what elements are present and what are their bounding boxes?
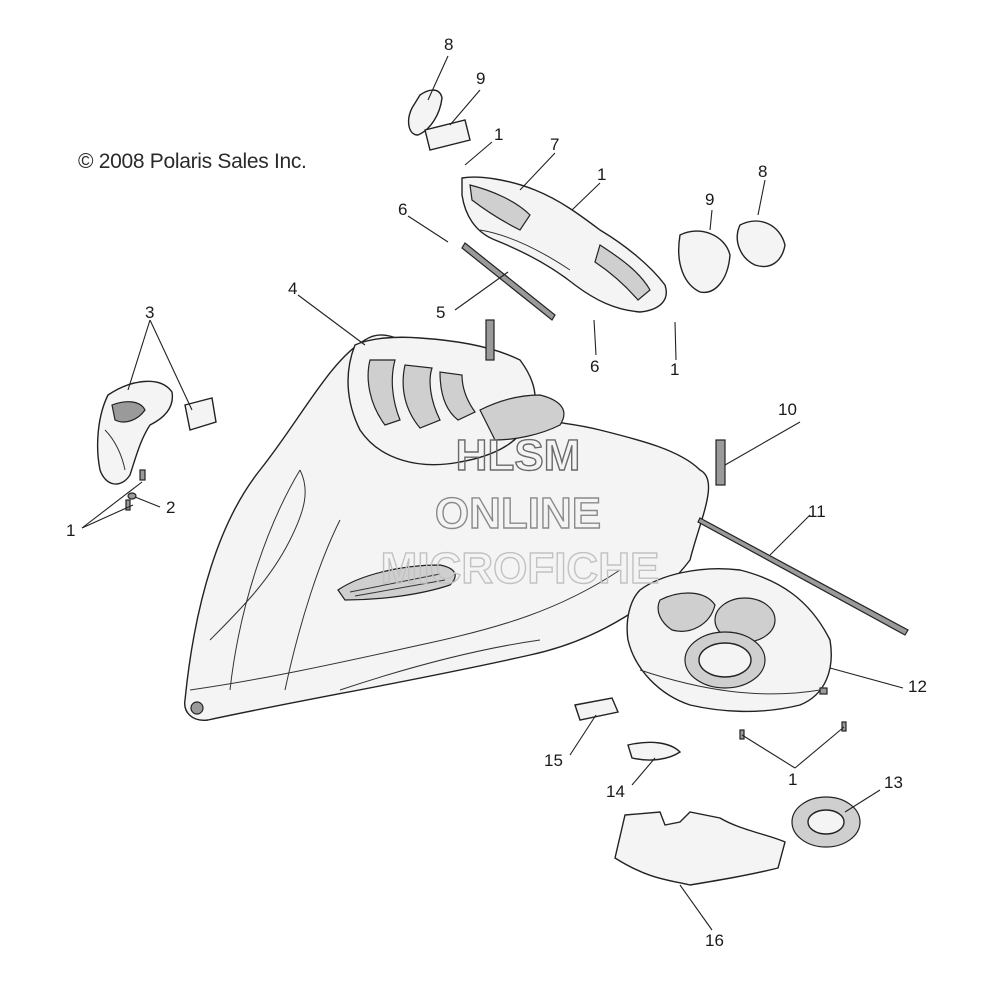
callout-11: 11 [808, 502, 826, 521]
callout-13: 13 [884, 773, 903, 792]
callout-15: 15 [544, 751, 563, 770]
callout-1: 1 [788, 770, 797, 789]
hood-part [184, 334, 710, 721]
callout-7: 7 [550, 135, 559, 154]
callout-6: 6 [398, 200, 407, 219]
callout-5: 5 [436, 303, 445, 322]
callout-9: 9 [705, 190, 714, 209]
callout-12: 12 [908, 677, 927, 696]
rail-parts [697, 439, 909, 636]
callout-1: 1 [597, 165, 606, 184]
callout-10: 10 [778, 400, 797, 419]
upper-console-part [407, 89, 786, 361]
callout-1: 1 [670, 360, 679, 379]
callout-6: 6 [590, 357, 599, 376]
side-panel-part [96, 380, 217, 511]
watermark-line-3: MICROFICHE [381, 544, 660, 593]
watermark: HLSM ONLINE MICROFICHE [380, 430, 660, 593]
callout-9: 9 [476, 69, 485, 88]
callout-2: 2 [166, 498, 175, 517]
callout-8: 8 [758, 162, 767, 181]
watermark-line-2: ONLINE [435, 489, 601, 538]
lower-console-part [626, 568, 847, 740]
callout-16: 16 [705, 931, 724, 950]
callout-labels: 8 9 1 7 1 6 8 9 5 6 1 4 3 2 1 10 11 12 1… [66, 35, 927, 950]
callout-8: 8 [444, 35, 453, 54]
small-parts [574, 697, 861, 886]
copyright-notice: © 2008 Polaris Sales Inc. [78, 150, 307, 173]
leader-lines [81, 55, 904, 931]
callout-4: 4 [288, 279, 297, 298]
callout-1: 1 [66, 521, 75, 540]
callout-1: 1 [494, 125, 503, 144]
watermark-line-1: HLSM [456, 431, 581, 480]
callout-3: 3 [145, 303, 154, 322]
callout-14: 14 [606, 782, 625, 801]
